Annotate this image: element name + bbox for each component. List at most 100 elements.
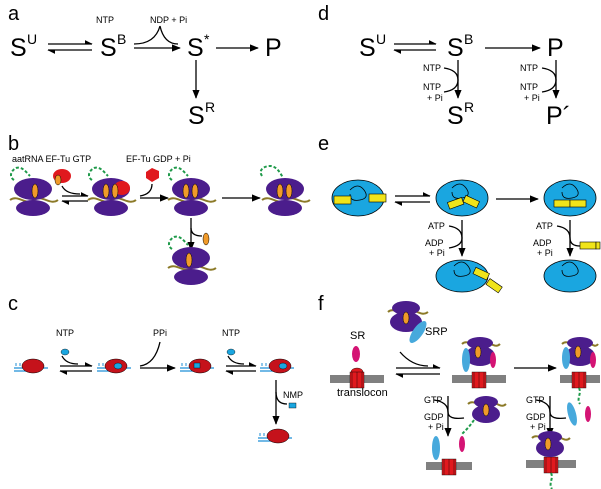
ntp-curve-left — [443, 67, 459, 93]
nmp-label: NMP — [283, 390, 303, 400]
ribosome-small-subunit — [392, 301, 420, 315]
released-substrate — [579, 241, 597, 250]
state-sstar-superscript: * — [204, 31, 210, 47]
sr-label: SR — [350, 330, 365, 342]
aatrna — [111, 183, 119, 199]
gtp-curve — [433, 399, 465, 420]
binding-curve — [227, 355, 245, 365]
ntp-label: NTP — [520, 63, 538, 73]
ribosome — [259, 164, 311, 216]
translocon-label: translocon — [337, 387, 388, 399]
panel-a-letter: a — [8, 3, 20, 25]
signal-recognition-receptor — [490, 352, 496, 368]
rejection-curve — [190, 227, 203, 237]
gtp-label: GTP — [526, 395, 545, 405]
binding-curve — [61, 185, 81, 195]
translocating-ribosome — [526, 431, 576, 489]
bound-ntp — [113, 362, 123, 370]
substrate-block — [569, 199, 587, 208]
panel-f: f SR translocon SRP — [318, 293, 600, 489]
nascent-peptide — [9, 166, 31, 181]
ribosome-large-subunit — [266, 178, 304, 200]
active-site-loop — [561, 183, 579, 199]
state-sb-superscript: B — [464, 31, 473, 47]
adp-label: ADP — [533, 238, 552, 248]
substrate-block — [447, 197, 465, 210]
trna — [544, 437, 552, 451]
state-sb: S — [100, 34, 117, 62]
ntp-label: NTP — [56, 328, 74, 338]
state-pprime: P´ — [546, 102, 571, 130]
ppi-label: PPi — [153, 328, 167, 338]
ribosome-small-subunit — [538, 431, 562, 443]
ntp-out-label: NTP — [520, 82, 538, 92]
panel-a: a S U S B NTP NDP + Pi S * P S R — [8, 3, 282, 130]
gtp-label: GTP — [424, 395, 443, 405]
dna-ticks — [261, 363, 275, 366]
trna — [474, 345, 482, 359]
binding-curve — [61, 355, 79, 365]
ntp-label: NTP — [423, 63, 441, 73]
ribosome-small-subunit — [174, 269, 208, 285]
ribosome-small-subunit — [94, 200, 128, 216]
adp-label: ADP — [425, 238, 444, 248]
ribosome-small-subunit — [16, 200, 50, 216]
released-substrate — [485, 278, 503, 294]
mrna — [261, 197, 311, 203]
ribosome — [167, 166, 217, 216]
trna — [482, 403, 490, 417]
atp-label: ATP — [428, 221, 445, 231]
incorporated-nmp — [193, 362, 201, 369]
synthetase-domain — [543, 179, 597, 217]
translocon-stripes — [573, 372, 585, 388]
trna — [102, 183, 110, 199]
trna — [402, 311, 410, 325]
mrna — [9, 197, 59, 203]
ribosome-small-subunit — [474, 396, 498, 408]
excision-curve — [275, 391, 288, 405]
ribosome-small-subunit — [567, 337, 593, 349]
state-sb: S — [447, 34, 464, 62]
nascent-peptide — [87, 166, 109, 181]
nascent-peptide — [259, 164, 284, 179]
substrate-block — [553, 199, 571, 208]
state-p: P — [265, 34, 282, 62]
eftu-gdp-pi-label: EF-Tu GDP + Pi — [126, 154, 191, 164]
ribosome-srp-complex — [387, 301, 429, 344]
polymerase-body — [21, 358, 45, 374]
release-curve — [139, 341, 161, 367]
released-substrate — [595, 241, 601, 250]
released-srp — [567, 402, 577, 426]
gdp-label: GDP — [424, 412, 444, 422]
state-su: S — [359, 34, 376, 62]
gtp-curve — [535, 399, 567, 420]
rna-polymerase — [97, 358, 131, 374]
trna — [31, 183, 39, 199]
trna — [574, 345, 582, 359]
released-sr — [459, 436, 465, 452]
mrna — [167, 197, 217, 203]
ribosome-with-eftu — [87, 166, 137, 216]
translocon-stripes — [443, 459, 455, 475]
panel-d: d S U S B P NTP NTP + Pi S R NTP NTP + P… — [318, 3, 571, 130]
aatrna-eftu-gtp-label: aatRNA EF-Tu GTP — [12, 154, 91, 164]
pi-label: + Pi — [537, 248, 553, 258]
rna-polymerase — [258, 428, 292, 444]
state-sr: S — [447, 102, 464, 130]
aatrna — [54, 174, 62, 186]
ribosome-small-subunit — [268, 200, 302, 216]
dna-ticks — [181, 363, 195, 366]
synthetase-domain — [331, 179, 387, 217]
active-site-loop — [451, 183, 469, 199]
rna-polymerase — [180, 358, 214, 374]
trna — [185, 252, 193, 268]
nascent-peptide — [461, 419, 475, 435]
panel-b-letter: b — [8, 133, 19, 155]
pi-label: + Pi — [429, 248, 445, 258]
ribosome-small-subunit — [174, 200, 208, 216]
eftu-gdp-hexagon — [146, 168, 159, 182]
bound-ntp — [278, 362, 288, 370]
nascent-peptide — [167, 235, 189, 250]
panel-e-letter: e — [318, 133, 329, 155]
